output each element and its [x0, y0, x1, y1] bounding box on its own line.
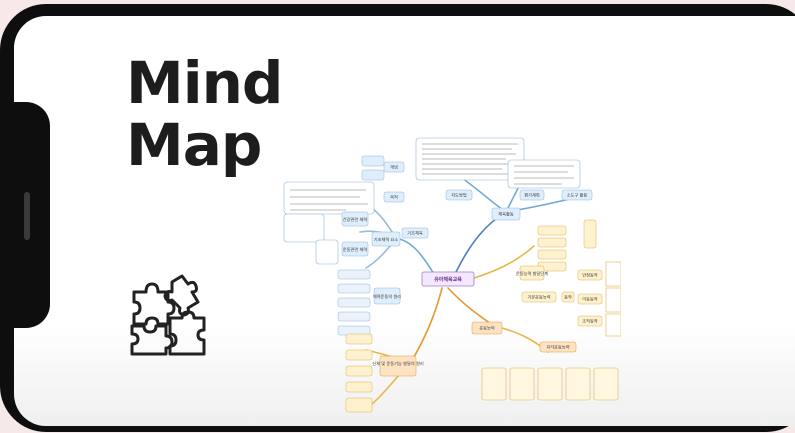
- node-physical-activity: 체육활동: [498, 211, 514, 218]
- node-evaluation: 평가계획: [524, 192, 540, 199]
- node-small-tools: 소도구 활용: [567, 192, 588, 199]
- notch-slot: [24, 192, 30, 240]
- mind-map-diagram: 유아체육교육 개념 목적 기초체력 요소 기초체육 건강관련 체력 운동관련 체…: [283, 137, 621, 413]
- node-manipulation: 조작동작: [582, 318, 598, 325]
- node-perceptual-motor: 지각운동능력: [546, 344, 569, 351]
- node-stability: 안정동작: [582, 272, 598, 279]
- puzzle-pieces-icon: [130, 274, 206, 356]
- node-concept: 개념: [390, 164, 398, 171]
- node-purpose: 목적: [390, 194, 398, 201]
- node-health-fitness: 건강관련 체력: [343, 216, 368, 223]
- node-basic-motor: 기본운동능력: [527, 294, 550, 301]
- node-movement: 동작: [564, 294, 572, 301]
- node-teaching-method: 지도방법: [451, 192, 467, 199]
- node-locomotion: 이동동작: [582, 296, 598, 303]
- node-basic-physical: 기초체육: [407, 230, 423, 237]
- node-motor-ability: 운동능력: [479, 325, 495, 332]
- side-notch: [14, 102, 50, 328]
- node-motor-stage: 운동능력 발달단계: [516, 270, 548, 277]
- title-line-1: Mind: [126, 49, 283, 117]
- title-line-2: Map: [126, 111, 262, 179]
- node-development-principle: 신체 및 운동기능 발달의 원리: [372, 360, 424, 367]
- node-fitness-principle: 체력운동의 원리: [373, 293, 401, 300]
- node-basic-fitness: 기초체력 요소: [374, 236, 399, 243]
- page-title: Mind Map: [126, 49, 283, 179]
- mindmap-center-label: 유아체육교육: [434, 276, 462, 283]
- node-motor-fitness: 운동관련 체력: [343, 246, 368, 253]
